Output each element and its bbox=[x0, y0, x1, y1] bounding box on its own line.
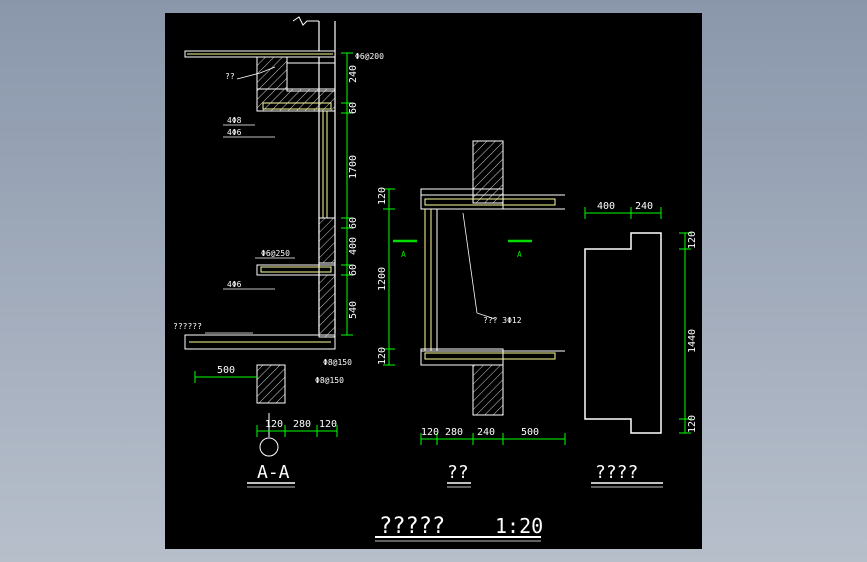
section-aa-title: A-A bbox=[257, 462, 290, 483]
slab-note: ?????? bbox=[173, 322, 202, 331]
drawing-title-name: ????? bbox=[379, 514, 445, 539]
bar-label-bot2: Φ8@150 bbox=[315, 376, 344, 385]
elev-dim-v-120a: 120 bbox=[377, 187, 388, 205]
dim-h-120a: 120 bbox=[265, 419, 283, 430]
detail-dim-400: 400 bbox=[597, 201, 615, 212]
elev-dim-h-240: 240 bbox=[477, 427, 495, 438]
detail-dim-v-1440: 1440 bbox=[687, 329, 698, 353]
bar-label-4a: 4Φ8 bbox=[227, 116, 242, 125]
bar-label-bot1: Φ8@150 bbox=[323, 358, 352, 367]
bar-label-mid: Φ6@250 bbox=[261, 249, 290, 258]
section-aa bbox=[184, 16, 353, 488]
cad-drawing-canvas: ?? Φ6@200 4Φ8 4Φ6 Φ6@250 4Φ6 ?????? Φ8@1… bbox=[165, 13, 702, 549]
elev-dim-v-120b: 120 bbox=[377, 347, 388, 365]
section-marker-left: A bbox=[401, 250, 406, 259]
dim-v-60a: 60 bbox=[348, 102, 359, 114]
dim-v-540: 540 bbox=[348, 301, 359, 319]
drawing-sheet: ?? Φ6@200 4Φ8 4Φ6 Φ6@250 4Φ6 ?????? Φ8@1… bbox=[173, 16, 698, 542]
elevation-view bbox=[383, 140, 566, 488]
dim-v-400: 400 bbox=[348, 237, 359, 255]
dim-h-280: 280 bbox=[293, 419, 311, 430]
elev-dim-h-120: 120 bbox=[421, 427, 439, 438]
elev-dim-v-1200: 1200 bbox=[377, 267, 388, 291]
section-marker-right: A bbox=[517, 250, 522, 259]
dim-v-60b: 60 bbox=[348, 217, 359, 229]
elev-dim-h-280: 280 bbox=[445, 427, 463, 438]
detail-view bbox=[584, 207, 691, 488]
detail-dim-v-120b: 120 bbox=[687, 415, 698, 433]
drawing-title-scale: 1:20 bbox=[495, 514, 543, 538]
elevation-callout: ??? 3Φ12 bbox=[483, 316, 522, 325]
dim-h-500: 500 bbox=[217, 365, 235, 376]
bar-label-top: Φ6@200 bbox=[355, 52, 384, 61]
bar-label-mid2: 4Φ6 bbox=[227, 280, 242, 289]
detail-dim-240: 240 bbox=[635, 201, 653, 212]
detail-title: ???? bbox=[595, 462, 638, 483]
elevation-title: ?? bbox=[447, 462, 469, 483]
callout-top: ?? bbox=[225, 72, 235, 81]
detail-dim-v-120a: 120 bbox=[687, 231, 698, 249]
bar-label-4b: 4Φ6 bbox=[227, 128, 242, 137]
elev-dim-h-500: 500 bbox=[521, 427, 539, 438]
dim-v-60c: 60 bbox=[348, 264, 359, 276]
dim-v-240: 240 bbox=[348, 65, 359, 83]
dim-h-120b: 120 bbox=[319, 419, 337, 430]
dim-v-1700: 1700 bbox=[348, 155, 359, 179]
